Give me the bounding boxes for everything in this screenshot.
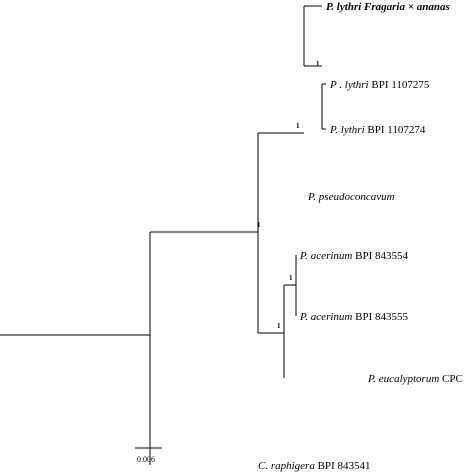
taxon-name: P. lythri Fragaria × ananas <box>326 1 450 13</box>
taxon-label: P. lythri BPI 1107274 <box>329 124 426 136</box>
voucher-id: CPC <box>439 373 463 385</box>
scale-bar-label: 0.006 <box>137 455 155 464</box>
support-value: 1 <box>289 274 293 282</box>
taxon-name: P. acerinum <box>299 311 352 323</box>
taxon-name: P. eucalyptorum <box>367 373 439 385</box>
voucher-id: BPI 843541 <box>315 460 371 472</box>
support-values: 1 1 1 1 1 <box>257 60 320 330</box>
support-value: 1 <box>257 221 261 229</box>
taxon-labels: P. lythri Fragaria × ananas P . lythri BP… <box>258 1 463 472</box>
taxon-name: P. acerinum <box>299 250 352 262</box>
support-value: 1 <box>277 322 281 330</box>
taxon-label: P . lythri BPI 1107275 <box>329 79 430 91</box>
taxon-label: C. raphigera BPI 843541 <box>258 460 370 472</box>
tree-branches <box>0 5 326 465</box>
taxon-label: P. eucalyptorum CPC <box>367 373 463 385</box>
taxon-name: P . lythri <box>329 79 369 91</box>
scale-bar: 0.006 <box>135 447 162 464</box>
support-value: 1 <box>316 60 320 68</box>
taxon-label: P. acerinum BPI 843555 <box>299 311 408 323</box>
taxon-label: P. pseudoconcavum <box>307 191 395 203</box>
taxon-name: C. raphigera <box>258 460 315 472</box>
voucher-id: BPI 1107274 <box>365 124 426 136</box>
voucher-id: BPI 843554 <box>352 250 408 262</box>
voucher-id: BPI 1107275 <box>369 79 430 91</box>
taxon-name: P. lythri <box>329 124 365 136</box>
taxon-name: P. pseudoconcavum <box>307 191 395 203</box>
taxon-label: P. lythri Fragaria × ananas <box>326 1 450 13</box>
taxon-label: P. acerinum BPI 843554 <box>299 250 408 262</box>
support-value: 1 <box>296 122 300 130</box>
voucher-id: BPI 843555 <box>352 311 408 323</box>
